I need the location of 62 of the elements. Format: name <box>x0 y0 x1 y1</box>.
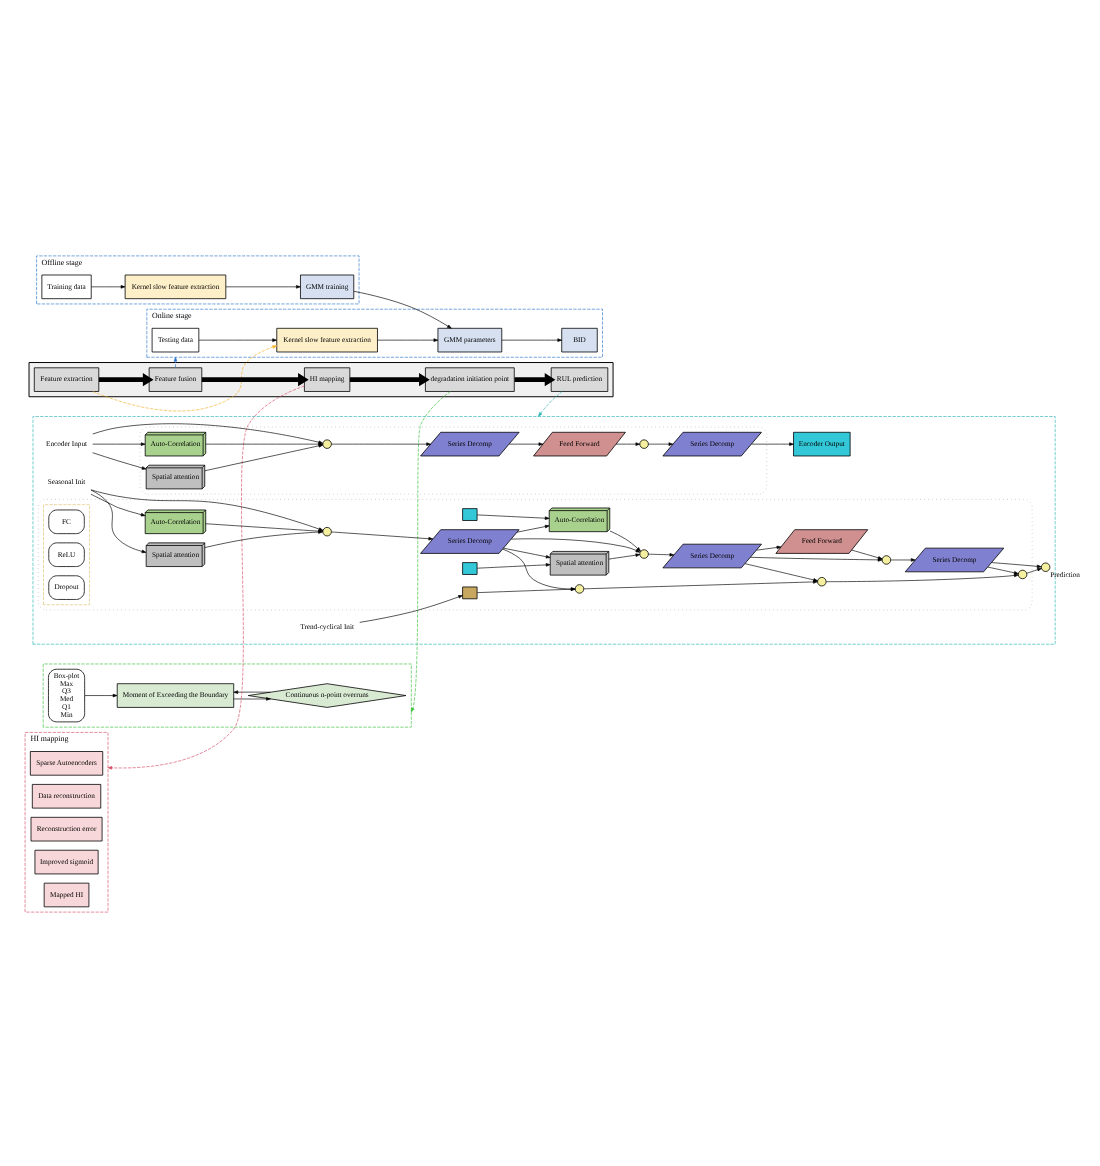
arrow <box>90 488 147 553</box>
arrow <box>90 492 146 516</box>
arrow <box>359 594 463 622</box>
arrow <box>173 355 178 367</box>
arrow <box>751 441 794 445</box>
arrow <box>756 544 782 550</box>
arrow <box>84 692 118 697</box>
arrow <box>825 572 1019 582</box>
node-circle <box>574 583 585 593</box>
arrow <box>233 689 271 693</box>
arrow <box>516 523 550 532</box>
arrow <box>92 344 278 411</box>
node-circle <box>322 526 332 536</box>
arrow <box>411 390 451 712</box>
arrow <box>92 451 147 469</box>
node-box <box>462 561 478 574</box>
arrow <box>107 384 305 769</box>
arrow <box>514 372 556 386</box>
arrow <box>583 579 818 589</box>
cluster <box>42 662 412 727</box>
arrow <box>609 529 641 551</box>
arrow <box>476 513 550 519</box>
arrow <box>225 284 301 288</box>
arrow <box>648 441 674 445</box>
node-box <box>462 507 478 520</box>
arrow <box>331 530 434 540</box>
arrow <box>98 372 154 386</box>
arrow <box>476 586 576 592</box>
node-circle <box>639 548 649 558</box>
cluster <box>37 498 1033 610</box>
arrow <box>198 337 277 341</box>
arrow <box>648 552 675 556</box>
arrow <box>501 337 563 341</box>
arrow <box>987 565 1019 574</box>
node-circle <box>881 554 892 564</box>
node-box <box>462 585 478 599</box>
node-circle <box>1040 561 1051 571</box>
node-circle <box>322 438 332 448</box>
arrow <box>615 441 641 445</box>
arrow <box>353 289 452 328</box>
arrow <box>502 547 576 590</box>
arrow <box>331 441 431 445</box>
arrow <box>991 561 1042 568</box>
cluster <box>43 503 90 605</box>
arrow <box>538 390 563 416</box>
node-circle <box>1017 568 1028 579</box>
arrow <box>608 552 641 559</box>
arrow <box>377 337 439 341</box>
node-circle <box>817 576 827 586</box>
node-circle <box>639 438 649 448</box>
arrow <box>509 441 544 445</box>
arrow <box>503 546 551 558</box>
arrow <box>511 537 641 552</box>
arrow <box>476 562 551 568</box>
arrow <box>233 696 271 700</box>
arrow <box>92 441 146 445</box>
arrow <box>890 557 916 561</box>
arrow <box>201 372 309 386</box>
arrow <box>349 372 430 386</box>
arrow <box>91 284 126 288</box>
arrow <box>744 562 818 581</box>
arrow <box>1026 567 1042 573</box>
